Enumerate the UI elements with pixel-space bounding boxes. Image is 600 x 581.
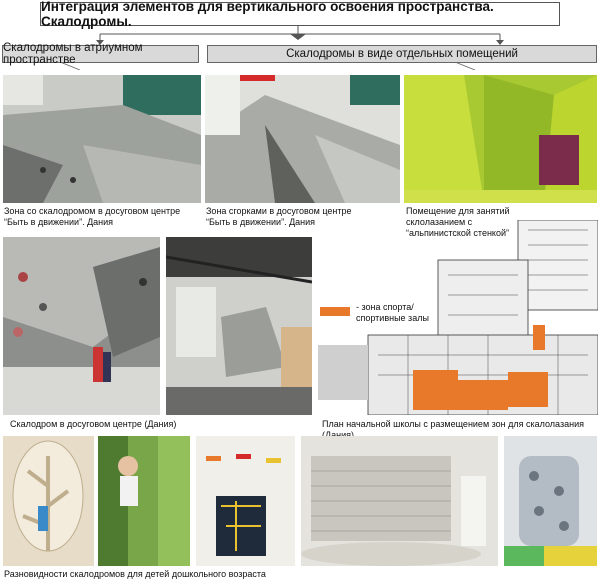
caption-atrium: Зона со скалодромом в досуговом центре “… <box>4 206 181 227</box>
caption-leisure-center: Скалодром в досуговом центре (Дания) <box>10 419 177 429</box>
photo-atrium-climbing <box>3 75 201 203</box>
caption-preschool: Разновидности скалодромов для детей дошк… <box>4 569 266 579</box>
photo-gym-wall <box>301 436 498 566</box>
legend-label: - зона спорта/ спортивные залы <box>356 302 429 323</box>
photo-hall-climbing <box>166 237 312 415</box>
photo-tree-climbing-wall <box>3 436 94 566</box>
caption-floor-plan: План начальной школы с размещением зон д… <box>322 419 584 440</box>
photo-bubble-wall <box>504 436 597 566</box>
photo-slides-zone <box>205 75 400 203</box>
school-floor-plan <box>318 219 599 416</box>
page-title: Интеграция элементов для вертикального о… <box>40 0 560 29</box>
caption-green-room: Помещение для занятий склолазанием с “ал… <box>406 206 510 238</box>
photo-corner-wall <box>196 436 295 566</box>
photo-green-climbing-room <box>404 75 597 203</box>
section-atrium: Скалодромы в атриумном пространстве <box>2 42 199 66</box>
legend-swatch <box>320 307 352 317</box>
photo-leisure-center-wall <box>3 237 160 415</box>
section-separate-rooms: Скалодромы в виде отдельных помещений <box>207 45 597 63</box>
caption-slides: Зона сгорками в досуговом центре “Быть в… <box>206 206 352 227</box>
connector-arrows <box>59 26 504 70</box>
photo-forest-wall <box>98 436 190 566</box>
